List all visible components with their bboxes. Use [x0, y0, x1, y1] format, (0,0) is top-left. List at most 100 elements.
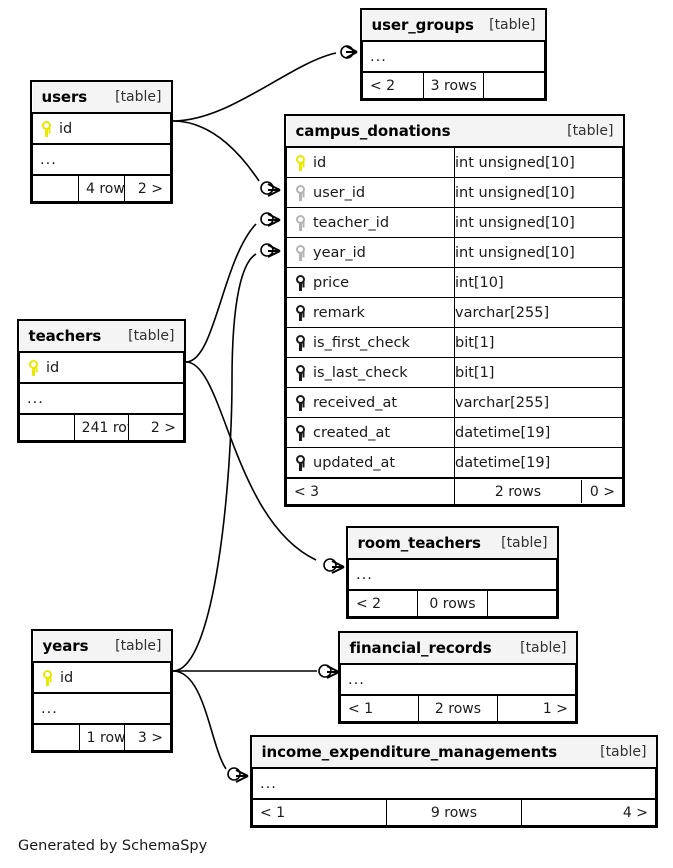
table-node-users[interactable]: users [table] id ... 4 rows 2 >: [30, 80, 173, 204]
table-title: teachers: [28, 327, 102, 345]
edge-teachers-campus-donations: [185, 212, 281, 363]
table-type-tag: [table]: [567, 123, 614, 139]
table-title: years: [42, 637, 89, 655]
table-header: years [table]: [33, 631, 171, 663]
column-name: id: [313, 154, 327, 171]
footer-row-count: 1 row: [78, 723, 126, 751]
table-row: ...: [33, 692, 171, 725]
column-name: user_id: [313, 184, 366, 201]
table-row: ...: [340, 663, 576, 696]
table-node-financial-records[interactable]: financial_records [table] ... < 1 2 rows…: [338, 631, 578, 724]
column-type: bit[1]: [454, 327, 623, 358]
table-row: is_first_check bit[1]: [286, 327, 623, 358]
key-icon: [28, 359, 39, 376]
edge-users-campus-donations: [172, 120, 281, 197]
table-header: campus_donations [table]: [286, 116, 623, 148]
table-footer: 241 rows 2 >: [19, 413, 184, 441]
key-icon-placeholder: [295, 424, 306, 441]
footer-parents-count: < 1: [251, 798, 388, 826]
table-header: users [table]: [32, 82, 171, 114]
footer-parents-count: [19, 413, 75, 441]
column-type: varchar[255]: [454, 387, 623, 418]
column-type: int unsigned[10]: [454, 177, 623, 208]
table-row: price int[10]: [286, 267, 623, 298]
table-node-years[interactable]: years [table] id ... 1 row 3 >: [31, 629, 173, 753]
key-icon-placeholder: [295, 334, 306, 351]
key-icon-placeholder: [295, 274, 306, 291]
hidden-columns-ellipsis: ...: [32, 143, 171, 176]
table-header: user_groups [table]: [362, 10, 545, 42]
key-icon: [295, 244, 306, 261]
table-row: ...: [252, 767, 656, 800]
table-type-tag: [table]: [115, 638, 162, 654]
footer-children-count: 2 >: [124, 174, 171, 202]
footer-children-count: 2 >: [128, 413, 184, 441]
table-node-room-teachers[interactable]: room_teachers [table] ... < 2 0 rows: [346, 526, 559, 619]
footer-children-count: [486, 589, 558, 617]
hidden-columns-ellipsis: ...: [340, 663, 576, 696]
footer-parents-count: [33, 723, 80, 751]
column-name: is_first_check: [313, 334, 410, 351]
footer-parents-count: < 3: [286, 477, 455, 505]
table-row: id int unsigned[10]: [286, 146, 623, 178]
table-node-income-expenditure-managements[interactable]: income_expenditure_managements [table] .…: [250, 735, 658, 828]
table-footer: < 1 2 rows 1 >: [339, 694, 577, 722]
key-icon-placeholder: [295, 454, 306, 471]
table-type-tag: [table]: [115, 89, 162, 105]
table-title: room_teachers: [357, 534, 481, 552]
table-title: campus_donations: [295, 122, 451, 140]
table-title: users: [41, 88, 88, 106]
footer-parents-count: < 1: [339, 694, 420, 722]
footer-row-count: 2 rows: [418, 694, 498, 722]
table-header: income_expenditure_managements [table]: [252, 737, 656, 769]
footer-children-count: 0 >: [581, 480, 622, 503]
key-icon: [295, 214, 306, 231]
table-row: id: [19, 351, 184, 384]
column-type: int unsigned[10]: [454, 237, 623, 268]
table-footer: 4 rows 2 >: [32, 174, 171, 202]
column-type: int[10]: [454, 267, 623, 298]
key-icon: [42, 669, 53, 686]
hidden-columns-ellipsis: ...: [33, 692, 171, 725]
table-row: id: [33, 661, 171, 694]
table-header: financial_records [table]: [340, 633, 576, 665]
hidden-columns-ellipsis: ...: [19, 382, 184, 415]
table-type-tag: [table]: [501, 535, 548, 551]
column-name: created_at: [313, 424, 391, 441]
table-node-teachers[interactable]: teachers [table] id ... 241 rows 2 >: [17, 319, 186, 443]
table-node-user-groups[interactable]: user_groups [table] ... < 2 3 rows: [360, 8, 547, 101]
table-node-campus-donations[interactable]: campus_donations [table] id int unsigned…: [284, 114, 625, 507]
column-name: id: [60, 669, 74, 686]
key-icon-placeholder: [295, 364, 306, 381]
column-type: int unsigned[10]: [454, 207, 623, 238]
footer-children-count: 1 >: [496, 694, 577, 722]
table-footer: < 2 0 rows: [347, 589, 558, 617]
footer-row-count: 9 rows: [386, 798, 522, 826]
column-type: bit[1]: [454, 357, 623, 388]
table-row: ...: [32, 143, 171, 176]
table-row: received_at varchar[255]: [286, 387, 623, 418]
footer-parents-count: [32, 174, 79, 202]
footer-parents-count: < 2: [362, 71, 424, 99]
column-name: is_last_check: [313, 364, 408, 381]
edge-years-financial-records: [173, 664, 340, 679]
key-icon-placeholder: [295, 394, 306, 411]
table-row: teacher_id int unsigned[10]: [286, 207, 623, 238]
table-footer: < 3 2 rows 0 >: [286, 477, 623, 505]
column-name: received_at: [313, 394, 398, 411]
hidden-columns-ellipsis: ...: [252, 767, 656, 800]
footer-row-count: 241 rows: [73, 413, 130, 441]
table-row: id: [32, 112, 171, 145]
table-title: user_groups: [371, 16, 474, 34]
column-name: remark: [313, 304, 365, 321]
table-header: teachers [table]: [19, 321, 184, 353]
table-row: remark varchar[255]: [286, 297, 623, 328]
diagram-caption: Generated by SchemaSpy: [18, 838, 208, 854]
column-name: price: [313, 274, 350, 291]
column-name: id: [59, 120, 73, 137]
footer-row-count: 4 rows: [78, 174, 125, 202]
table-type-tag: [table]: [600, 744, 647, 760]
table-footer: < 1 9 rows 4 >: [251, 798, 657, 826]
table-footer: < 2 3 rows: [362, 71, 545, 99]
footer-parents-count: < 2: [347, 589, 419, 617]
